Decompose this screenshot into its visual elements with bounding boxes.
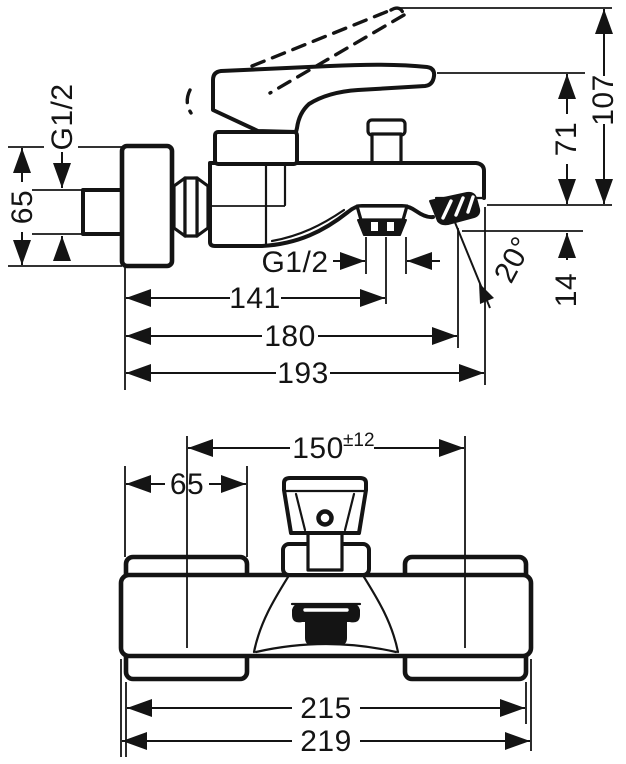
lever-raised-tip	[389, 6, 405, 15]
lever-raised-grip-arc	[185, 88, 193, 115]
lever-raised-top-edge	[250, 8, 393, 68]
dim-65-label: 65	[6, 190, 39, 224]
aerator-slit	[441, 199, 453, 220]
union-nut-left-facet	[172, 176, 187, 238]
hose-mount	[355, 204, 409, 222]
handle-cone-edge-right	[343, 492, 356, 532]
cartridge-collar	[213, 130, 299, 166]
front-view-dimensions: 150 ±12 65 215 219	[122, 430, 530, 758]
spout-inner-curve	[270, 208, 346, 243]
wall-nipple	[81, 188, 125, 236]
aerator-slit	[466, 195, 475, 214]
body-contour-left	[252, 575, 290, 654]
side-view: 65 G1/2 107 71 14 G1/2 141	[6, 6, 620, 390]
dim-107-label: 107	[587, 74, 620, 126]
handle-cone-edge-left	[294, 492, 307, 532]
dim-g12-outlet-label: G1/2	[261, 246, 328, 279]
handle-pin	[316, 509, 334, 527]
side-view-extension-lines	[8, 7, 612, 390]
front-view-faucet	[118, 476, 534, 682]
union-nut	[183, 176, 199, 238]
side-view-faucet	[81, 6, 486, 269]
side-view-dimensions: 65 G1/2 107 71 14 G1/2 141	[6, 9, 620, 390]
dim-150-tolerance: ±12	[343, 430, 375, 451]
dim-65f-label: 65	[170, 468, 204, 501]
diverter-base	[305, 620, 347, 645]
hose-nipple-slot	[371, 222, 378, 231]
dim-g12-wall-label: G1/2	[46, 83, 79, 150]
faucet-body	[208, 161, 486, 248]
union-nut-right-facet	[195, 176, 210, 238]
dim-20deg-arrow	[479, 283, 494, 304]
wall-escutcheon-side	[119, 143, 175, 269]
lever-raised-bottom-edge	[268, 13, 406, 95]
dim-215-label: 215	[300, 692, 352, 725]
hose-nipple-slot	[387, 222, 394, 231]
diverter-flange	[292, 603, 360, 623]
dim-150-label: 150	[292, 432, 344, 465]
shower-outlet-knob	[370, 132, 403, 166]
dim-14-label: 14	[550, 273, 583, 307]
body-contour-right	[362, 575, 400, 654]
lever-handle	[211, 62, 437, 134]
hose-connection-nipple	[357, 219, 407, 236]
front-view: 150 ±12 65 215 219	[118, 430, 534, 758]
dim-219-label: 219	[300, 725, 352, 758]
dim-193-label: 193	[277, 357, 329, 390]
dim-141-label: 141	[229, 282, 281, 315]
dim-20deg-label: 20°	[488, 231, 539, 288]
dim-71-label: 71	[550, 122, 583, 156]
aerator-slit	[454, 196, 465, 217]
dim-180-label: 180	[264, 320, 316, 353]
